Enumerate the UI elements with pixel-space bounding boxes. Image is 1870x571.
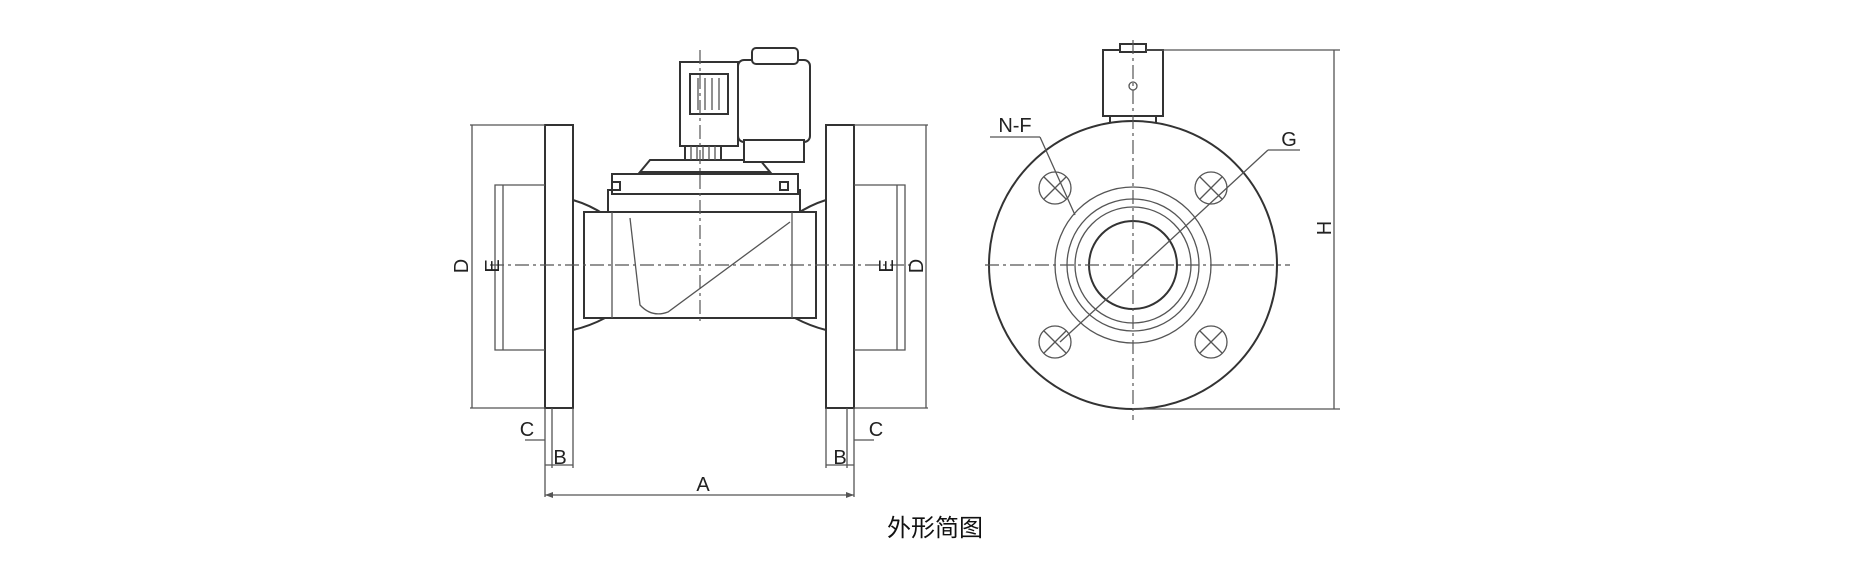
right-flange-face: [854, 184, 906, 351]
right-flange: [825, 124, 855, 409]
solenoid-stem: [743, 139, 805, 163]
side-view: A B B C C D D E E: [451, 47, 928, 498]
valve-bonnet-cover: [611, 173, 799, 195]
solenoid-coil: [737, 59, 811, 143]
label-h: H: [1314, 221, 1336, 235]
label-c-left: C: [520, 419, 534, 441]
terminal-box-window: [689, 73, 729, 115]
label-e-left: E: [482, 259, 504, 272]
label-b-right: B: [833, 447, 846, 469]
label-g: G: [1281, 129, 1297, 151]
label-c-right: C: [869, 419, 883, 441]
bolt-right: [779, 181, 789, 191]
left-flange: [544, 124, 574, 409]
label-nf: N-F: [998, 115, 1031, 137]
internal-diaphragm: [629, 217, 791, 315]
dim-nf-leader: [1039, 136, 1076, 216]
bolt-hole: [1038, 325, 1072, 359]
solenoid-cap: [751, 47, 799, 65]
label-e-right: E: [876, 259, 898, 272]
bolt-hole: [1194, 325, 1228, 359]
label-b-left: B: [553, 447, 566, 469]
front-view: N-F G H: [985, 40, 1340, 420]
label-a: A: [696, 474, 710, 496]
bolt-left: [611, 181, 621, 191]
label-d-right: D: [906, 259, 928, 273]
left-flange-face: [494, 184, 545, 351]
label-d-left: D: [451, 259, 473, 273]
bolt-holes: [1038, 171, 1228, 359]
dim-g-line: [1059, 149, 1269, 343]
drawing-caption: 外形简图: [887, 514, 983, 542]
